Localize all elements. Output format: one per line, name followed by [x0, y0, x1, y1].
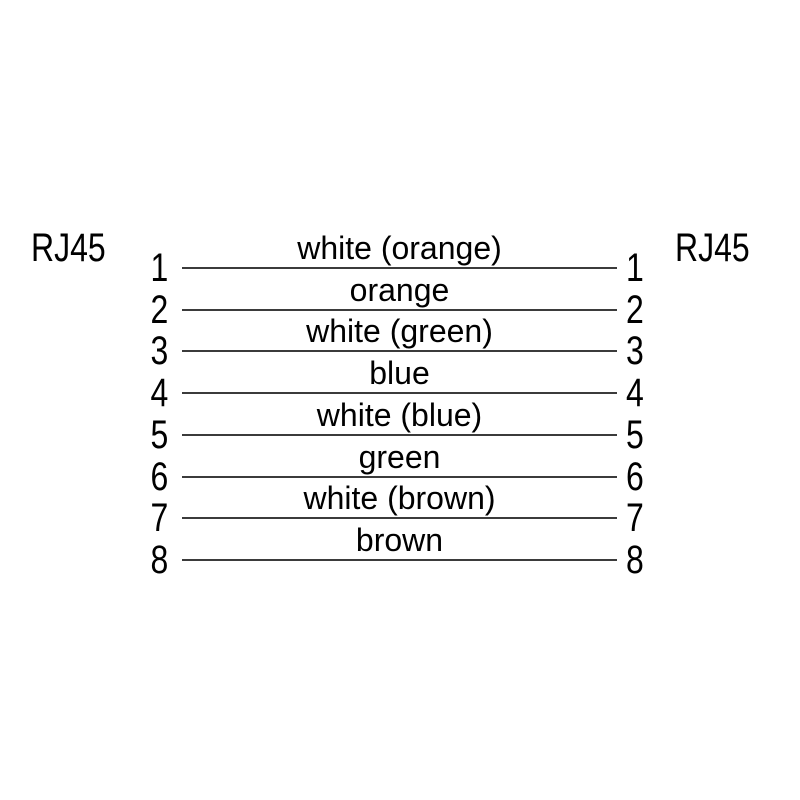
wire-row: 8 brown 8 [0, 524, 800, 582]
left-pin-number: 8 [150, 538, 168, 582]
right-pin-number: 4 [626, 371, 644, 416]
wire-line [182, 475, 617, 478]
wire-color-label: white (brown) [303, 480, 496, 517]
wire-row: 6 green 6 [0, 441, 800, 499]
wire-color-label: white (orange) [297, 230, 502, 266]
wire-color-label: white (blue) [316, 396, 483, 433]
left-pin-number: 7 [150, 496, 168, 541]
wire-color-label: brown [355, 522, 444, 558]
wire-color-label: white (green) [306, 313, 493, 350]
right-pin-number: 3 [626, 329, 644, 374]
wire-row: 5 white (blue) 5 [0, 399, 800, 457]
right-connector-label: RJ45 [675, 226, 750, 270]
left-pin-number: 6 [150, 454, 168, 499]
wire-line [182, 308, 617, 311]
wire-color-label: blue [369, 355, 430, 392]
left-pin-number: 2 [150, 287, 168, 332]
wire-row: 2 orange 2 [0, 274, 800, 332]
wire-line [182, 392, 617, 395]
right-pin-number: 7 [626, 496, 644, 541]
wire-color-label: orange [349, 271, 450, 308]
right-pin-number: 5 [626, 412, 644, 457]
wire-row: 7 white (brown) 7 [0, 482, 800, 541]
left-pin-number: 1 [150, 246, 168, 290]
right-pin-number: 8 [626, 538, 644, 582]
wire-line [182, 267, 617, 269]
wire-row: 4 blue 4 [0, 357, 800, 416]
right-pin-number: 2 [626, 287, 644, 332]
wire-line [182, 517, 617, 520]
left-pin-number: 3 [150, 329, 168, 374]
left-connector-label: RJ45 [31, 226, 106, 270]
right-pin-number: 1 [626, 246, 644, 290]
wire-row: 3 white (green) 3 [0, 315, 800, 374]
wire-color-label: green [358, 438, 441, 475]
wire-line [182, 433, 617, 436]
wire-line [182, 350, 617, 353]
left-pin-number: 4 [150, 371, 168, 416]
left-pin-number: 5 [150, 412, 168, 457]
wire-row: 1 white (orange) 1 [0, 232, 800, 290]
right-pin-number: 6 [626, 454, 644, 499]
wire-line [182, 559, 617, 561]
